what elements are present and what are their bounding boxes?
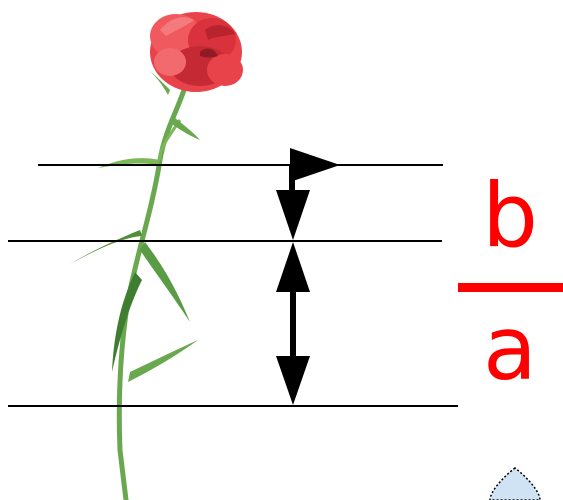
fraction-bar (458, 283, 563, 292)
leaf (128, 340, 198, 382)
arrow-b (276, 148, 340, 240)
carnation-flower (70, 12, 243, 500)
arrow-a-head-up (276, 242, 310, 292)
fraction-numerator: b (450, 172, 563, 260)
leaf (172, 118, 200, 140)
arrow-b-head (276, 190, 310, 240)
leaf (70, 230, 142, 264)
arrow-a (276, 242, 310, 405)
flower-bloom (150, 12, 243, 92)
water-drop-icon (490, 468, 540, 500)
fraction-denominator: a (450, 305, 563, 393)
leaf (140, 242, 190, 322)
leaf (98, 158, 160, 168)
arrow-a-head-down (276, 356, 310, 405)
arrow-b-flag (290, 148, 340, 182)
